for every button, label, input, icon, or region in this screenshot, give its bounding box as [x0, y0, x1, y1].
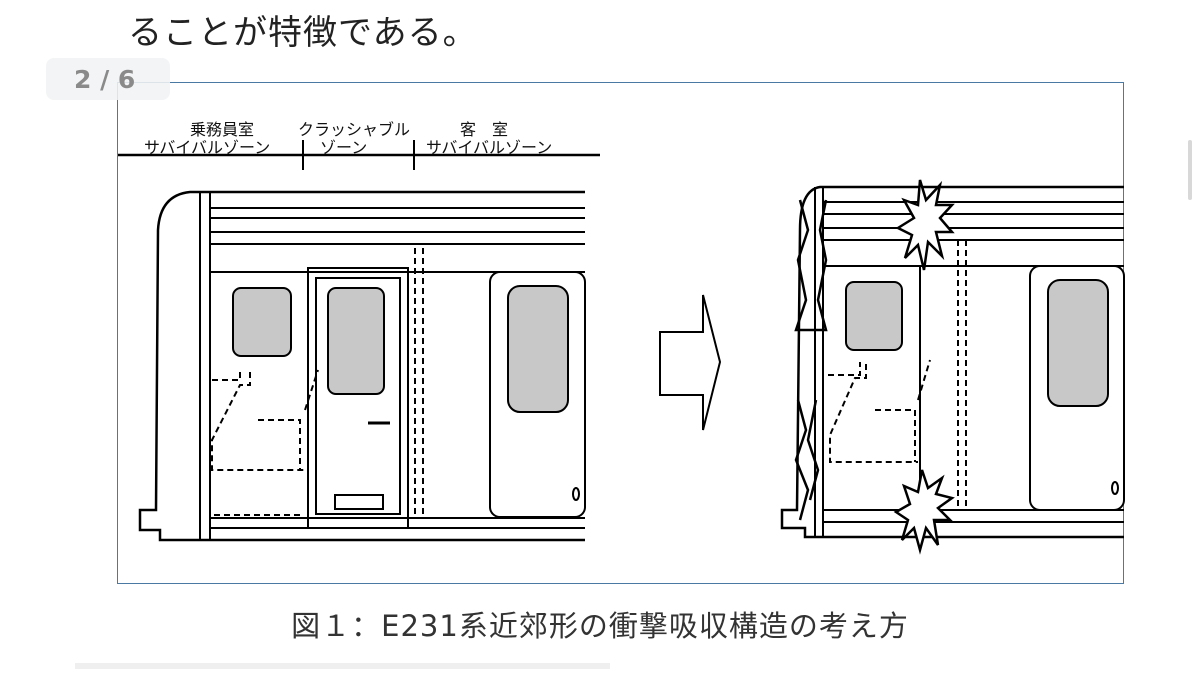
- figure-caption: 図１：E231系近郊形の衝撃吸収構造の考え方: [291, 609, 909, 643]
- zone-crew-sublabel: サバイバルゾーン: [144, 138, 271, 157]
- train-car-after: [780, 179, 1125, 555]
- arrow-icon: [659, 294, 722, 431]
- body-text: ることが特徴である。: [128, 13, 478, 53]
- zone-crushable-sublabel: ゾーン: [320, 138, 368, 157]
- horizontal-scrollbar[interactable]: [75, 663, 610, 669]
- page-indicator: 2 / 6: [46, 58, 170, 100]
- zone-passenger-sublabel: サバイバルゾーン: [426, 138, 553, 157]
- zone-crew-label: 乗務員室: [190, 120, 255, 139]
- zone-passenger-label: 客 室: [460, 120, 509, 139]
- zone-crushable-label: クラッシャブル: [298, 120, 411, 139]
- crush-deformation: [794, 199, 828, 332]
- train-car-before: [138, 190, 586, 542]
- impact-burst-icon: [895, 179, 955, 271]
- impact-burst-icon: [893, 469, 955, 555]
- vertical-scrollbar[interactable]: [1188, 140, 1192, 200]
